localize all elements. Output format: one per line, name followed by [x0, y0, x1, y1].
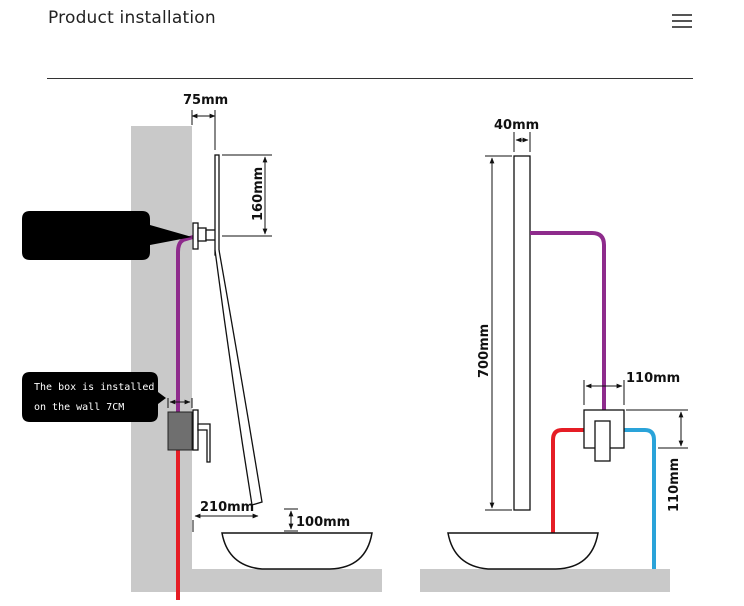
callout-lower [22, 372, 166, 422]
valve-plate [192, 409, 199, 451]
upper-connector-nut [197, 227, 207, 242]
menu-bar-bottom [672, 26, 692, 28]
menu-bar-top [672, 14, 692, 16]
front-basin [447, 532, 599, 570]
valve-handle [197, 423, 211, 463]
side-floor [131, 569, 382, 592]
dim-horizontal-reach: 210mm [200, 500, 254, 515]
dim-front-height: 700mm [477, 324, 492, 378]
dim-spout-height: 100mm [296, 515, 350, 530]
side-basin [221, 532, 373, 570]
callout-lower-line2: on the wall 7CM [34, 402, 124, 413]
dim-top-offset: 75mm [183, 93, 228, 108]
dim-upper-height: 160mm [251, 167, 266, 221]
front-valve-handle [594, 420, 611, 462]
side-view: 75mm 160mm 210mm 100mm The box is instal… [22, 93, 382, 600]
page-title: Product installation [48, 8, 216, 28]
cold-water-pipe-front [624, 428, 656, 569]
mixed-water-pipe-side [176, 235, 194, 430]
curved-spout [214, 249, 263, 506]
front-floor [420, 569, 670, 592]
mixed-water-pipe-front [530, 231, 606, 410]
callout-lower-line1: The box is installed [34, 382, 154, 393]
menu-bar-middle [672, 20, 692, 22]
header-divider [47, 78, 693, 79]
dim-valve-width: 110mm [626, 371, 680, 386]
valve-box [167, 411, 193, 451]
front-panel [513, 155, 531, 511]
upper-connector-plate [192, 222, 199, 250]
dim-valve-height: 110mm [667, 458, 682, 512]
wall [131, 126, 192, 592]
dim-front-width: 40mm [494, 118, 539, 133]
front-view: 40mm 700mm 110mm 110mm [420, 118, 688, 592]
side-panel [214, 154, 220, 256]
hot-water-pipe-front [551, 428, 584, 535]
hamburger-menu-icon[interactable] [672, 12, 694, 30]
callout-upper [22, 211, 192, 260]
